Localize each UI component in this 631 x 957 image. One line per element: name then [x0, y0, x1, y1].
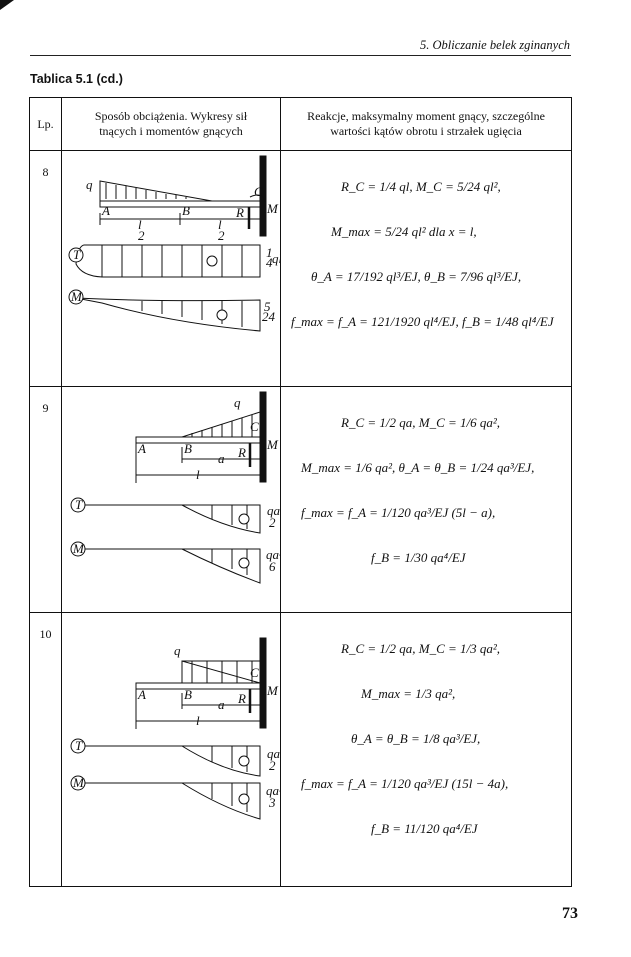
svg-text:l: l — [218, 217, 222, 232]
formula-cell: R_C = 1/4 ql, M_C = 5/24 ql², M_max = 5/… — [280, 150, 572, 387]
formulas-8: R_C = 1/4 ql, M_C = 5/24 ql², M_max = 5/… — [291, 179, 555, 329]
svg-text:R: R — [235, 205, 244, 220]
svg-text:M: M — [266, 437, 279, 452]
fixed-support — [259, 391, 267, 483]
svg-text:2: 2 — [269, 758, 276, 773]
formula-theta: θ_A = θ_B = 1/8 qa³/EJ, — [351, 731, 480, 746]
svg-text:T: T — [75, 497, 83, 512]
table-row: 10 — [29, 612, 572, 887]
formula-fb: f_B = 11/120 qa⁴/EJ — [371, 821, 479, 836]
svg-text:M: M — [72, 541, 85, 556]
load-diagram-9: q A B C M R a l T M qa 2 qa² 6 — [70, 391, 280, 584]
beam — [135, 682, 261, 690]
svg-text:A: A — [137, 687, 146, 702]
formulas-10: R_C = 1/2 qa, M_C = 1/3 qa², M_max = 1/3… — [301, 641, 508, 836]
svg-text:a: a — [218, 451, 225, 466]
svg-text:q: q — [234, 395, 241, 410]
formula-mmax: M_max = 1/3 qa², — [360, 686, 455, 701]
svg-text:M: M — [72, 775, 85, 790]
shear-diagram — [181, 504, 261, 534]
row-number: 9 — [29, 386, 62, 613]
svg-text:l: l — [196, 713, 200, 728]
svg-text:qa: qa — [267, 503, 280, 518]
svg-text:6: 6 — [269, 559, 276, 574]
formula-fb: f_B = 1/30 qa⁴/EJ — [371, 550, 467, 565]
svg-text:q: q — [86, 177, 93, 192]
svg-text:q: q — [174, 643, 181, 658]
svg-text:B: B — [184, 687, 192, 702]
svg-text:2: 2 — [218, 228, 225, 243]
svg-text:2: 2 — [269, 515, 276, 530]
shear-diagram — [180, 745, 261, 777]
svg-text:1: 1 — [266, 245, 273, 260]
row-number: 10 — [29, 612, 62, 887]
svg-text:5: 5 — [264, 299, 271, 314]
svg-text:M: M — [266, 201, 279, 216]
shear-diagram — [75, 244, 261, 278]
moment-diagram — [75, 297, 261, 332]
distributed-load — [181, 411, 261, 438]
table-title: Tablica 5.1 (cd.) — [30, 72, 123, 86]
load-diagram-cell: q A B C M R a l T M qa 2 qa² 3 — [61, 612, 281, 887]
table-row: 8 — [29, 150, 572, 387]
col-header-lp: Lp. — [29, 97, 62, 151]
header-rule — [30, 55, 571, 56]
formula-f: f_max = f_A = 121/1920 ql⁴/EJ, f_B = 1/4… — [291, 314, 555, 329]
svg-text:a: a — [218, 697, 225, 712]
load-diagram-10: q A B C M R a l T M qa 2 qa² 3 — [70, 637, 280, 820]
svg-text:A: A — [101, 203, 110, 218]
svg-text:3: 3 — [268, 795, 276, 810]
svg-text:T: T — [73, 247, 81, 262]
load-diagram-8: q A B C M R l l 2 2 T M 1 4 ql 5 24 — [68, 155, 280, 332]
row-number: 8 — [29, 150, 62, 387]
table-row: 9 — [29, 386, 572, 613]
svg-text:4: 4 — [266, 255, 273, 270]
formula-rc: R_C = 1/4 ql, M_C = 5/24 ql², — [340, 179, 501, 194]
formula-fmax: f_max = f_A = 1/120 qa³/EJ (15l − 4a), — [301, 776, 508, 791]
formula-fmax: f_max = f_A = 1/120 qa³/EJ (5l − a), — [301, 505, 495, 520]
svg-text:R: R — [237, 445, 246, 460]
moment-diagram — [181, 548, 261, 584]
svg-text:l: l — [138, 217, 142, 232]
formula-mmax: M_max = 5/24 ql² dla x = l, — [330, 224, 477, 239]
svg-text:qa: qa — [267, 746, 280, 761]
fixed-support — [259, 637, 267, 729]
svg-text:B: B — [182, 203, 190, 218]
load-diagram-cell: q A B C M R a l T M qa 2 qa² 6 — [61, 386, 281, 613]
moment-diagram — [180, 782, 261, 820]
formula-cell: R_C = 1/2 qa, M_C = 1/3 qa², M_max = 1/3… — [280, 612, 572, 887]
svg-text:C: C — [250, 419, 259, 434]
svg-text:l: l — [196, 467, 200, 482]
svg-text:24: 24 — [262, 309, 276, 324]
formula-theta: θ_A = 17/192 ql³/EJ, θ_B = 7/96 ql³/EJ, — [311, 269, 521, 284]
svg-text:qa²: qa² — [266, 547, 280, 562]
svg-text:C: C — [250, 665, 259, 680]
beam — [135, 436, 261, 444]
svg-text:R: R — [237, 691, 246, 706]
load-diagram-cell: q A B C M R l l 2 2 T M 1 4 ql 5 24 — [61, 150, 281, 387]
svg-text:2: 2 — [138, 228, 145, 243]
svg-text:C: C — [254, 184, 263, 199]
col-header-results: Reakcje, maksymalny moment gnący, szczeg… — [280, 97, 572, 151]
formula-rc: R_C = 1/2 qa, M_C = 1/6 qa², — [340, 415, 500, 430]
formula-cell: R_C = 1/2 qa, M_C = 1/6 qa², M_max = 1/6… — [280, 386, 572, 613]
formulas-9: R_C = 1/2 qa, M_C = 1/6 qa², M_max = 1/6… — [300, 415, 534, 565]
svg-text:M: M — [70, 289, 83, 304]
svg-text:B: B — [184, 441, 192, 456]
svg-text:M: M — [266, 683, 279, 698]
formula-rc: R_C = 1/2 qa, M_C = 1/3 qa², — [340, 641, 500, 656]
svg-text:A: A — [137, 441, 146, 456]
formula-mmax: M_max = 1/6 qa², θ_A = θ_B = 1/24 qa³/EJ… — [300, 460, 534, 475]
svg-text:T: T — [75, 738, 83, 753]
corner-mark — [0, 0, 14, 10]
svg-text:qa²: qa² — [266, 783, 280, 798]
running-head: 5. Obliczanie belek zginanych — [420, 38, 570, 52]
page-number: 73 — [562, 905, 578, 922]
svg-text:ql: ql — [272, 251, 280, 266]
